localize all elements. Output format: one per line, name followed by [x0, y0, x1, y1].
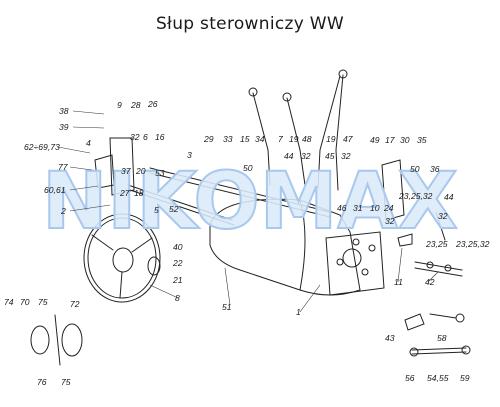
part-label: 56: [405, 373, 415, 383]
part-label: 6: [143, 132, 148, 142]
part-label: 5: [154, 205, 159, 215]
part-label: 3: [187, 150, 192, 160]
part-label: 32: [301, 151, 311, 161]
part-label: 23,25,32: [398, 191, 433, 201]
part-label: 26: [147, 99, 158, 109]
part-label: 31: [353, 203, 363, 213]
part-label: 62÷69,73: [24, 142, 60, 152]
part-label: 44: [284, 151, 294, 161]
part-label: 40: [173, 242, 183, 252]
part-label: 15: [240, 134, 250, 144]
right-bracket: [381, 159, 405, 221]
part-label: 35: [417, 135, 427, 145]
diagram-title: Słup sterowniczy WW: [155, 14, 345, 34]
part-label: 72: [70, 299, 80, 309]
part-label: 16: [155, 132, 165, 142]
part-label: 59: [460, 373, 470, 383]
part-label: 32: [438, 211, 448, 221]
part-label: 51: [222, 302, 232, 312]
part-label: 45: [325, 151, 335, 161]
part-label: 76: [37, 377, 47, 387]
part-label: 23,25: [425, 239, 448, 249]
part-label: 75: [38, 297, 48, 307]
part-label: 32: [341, 151, 351, 161]
part-label: 19: [289, 134, 299, 144]
part-label: 27: [119, 188, 131, 198]
part-label: 18: [134, 188, 144, 198]
part-label: 43: [385, 333, 395, 343]
column-housing: [209, 198, 361, 296]
part-label: 32: [130, 132, 140, 142]
part-label: 75: [61, 377, 71, 387]
part-label: 20: [135, 166, 146, 176]
part-label: 58: [437, 333, 447, 343]
part-label: 48: [302, 134, 312, 144]
diagram-lineart: [30, 69, 471, 366]
leader-lines: [57, 110, 439, 313]
part-label: 54,55: [427, 373, 449, 383]
part-label: 44: [444, 192, 454, 202]
part-label: 24: [383, 203, 394, 213]
part-label: 37: [121, 166, 132, 176]
instrument-panel: [325, 231, 385, 296]
part-label: 50: [410, 164, 420, 174]
lamp-lens: [30, 325, 50, 355]
part-label: 60,61: [44, 185, 66, 195]
lever-1: [252, 92, 271, 186]
part-label: 29: [203, 134, 214, 144]
lever-2: [286, 97, 306, 186]
steering-wheel: [83, 213, 161, 303]
part-label: 1: [296, 307, 301, 317]
part-label: 52: [169, 204, 179, 214]
part-numbers: 38 9 28 26 39 62÷69,73 4 77 60,61 2 32 6…: [4, 99, 490, 387]
part-label: 4: [86, 138, 91, 148]
part-label: 11: [394, 277, 403, 287]
part-label: 30: [400, 135, 410, 145]
watermark-text: NIKOMAX: [42, 157, 458, 247]
part-label: 32: [385, 216, 395, 226]
part-label: 9: [117, 100, 122, 110]
part-label: 39: [59, 122, 69, 132]
part-label: 34: [255, 134, 265, 144]
upper-bracket: [109, 137, 135, 196]
part-label: 2: [60, 206, 66, 216]
part-label: 7: [278, 134, 284, 144]
part-label: 36: [430, 164, 440, 174]
part-label: 10: [370, 203, 380, 213]
part-label: 38: [59, 106, 69, 116]
part-label: 46: [337, 203, 347, 213]
lever-3: [335, 74, 344, 191]
part-label: 28: [130, 100, 141, 110]
part-label: 53: [155, 168, 165, 178]
part-label: 74: [4, 297, 14, 307]
part-label: 8: [175, 293, 180, 303]
part-label: 33: [223, 134, 233, 144]
part-label: 47: [343, 134, 354, 144]
part-label: 17: [385, 135, 396, 145]
part-label: 19: [326, 134, 336, 144]
part-label: 50: [243, 163, 253, 173]
part-label: 49: [370, 135, 380, 145]
part-label: 70: [20, 297, 30, 307]
part-label: 23,25,32: [455, 239, 490, 249]
part-label: 21: [172, 275, 183, 285]
part-label: 22: [172, 258, 183, 268]
horn-cap: [147, 256, 161, 276]
part-label: 77: [58, 162, 69, 172]
part-label: 42: [425, 277, 435, 287]
